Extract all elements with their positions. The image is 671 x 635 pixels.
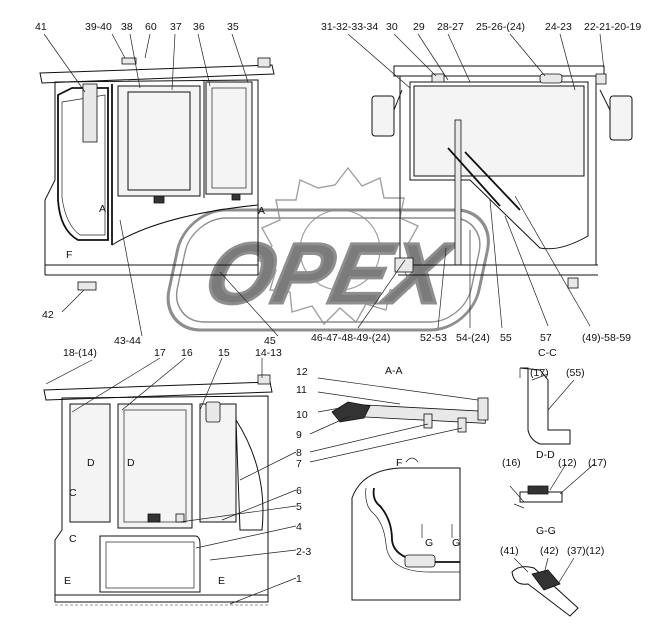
watermark-gear (256, 166, 424, 326)
callout-5: 5 (296, 501, 302, 513)
view-tag-c: C (69, 487, 77, 499)
callout-29: 29 (413, 21, 425, 33)
callout-4: 4 (296, 521, 302, 533)
view-tag-a: A (99, 203, 106, 215)
section-title-dd: D-D (536, 449, 555, 461)
callout-35: 35 (227, 21, 239, 33)
cab-rear-view-top-right: 31-32-33-34 30 29 28-27 25-26-(24) 24-23… (311, 21, 641, 377)
callout-dd-17: (17) (588, 457, 607, 469)
section-title-f: F (396, 457, 402, 469)
callout-30: 30 (386, 21, 398, 33)
callout-17: 17 (154, 347, 166, 359)
callout-37: 37 (170, 21, 182, 33)
callout-12: 12 (296, 366, 308, 378)
callout-24-23: 24-23 (545, 21, 572, 33)
view-tag-d: D (87, 457, 95, 469)
view-tag-c-2: C (69, 533, 77, 545)
view-tag-g-2: G (452, 537, 460, 549)
callout-10: 10 (296, 409, 308, 421)
callout-1: 1 (296, 573, 302, 585)
section-title-aa: A-A (385, 365, 403, 377)
cab-side-view-bottom-left: D D C C E E 18-(14) 17 16 15 14-13 (43, 347, 311, 606)
callout-cc-55: (55) (566, 367, 585, 379)
view-tag-e-2: E (218, 575, 225, 587)
callout-18-14: 18-(14) (63, 347, 97, 359)
callout-43-44: 43-44 (114, 335, 141, 347)
callout-dd-12: (12) (558, 457, 577, 469)
callout-2-3: 2-3 (296, 546, 311, 558)
section-title-gg: G-G (536, 525, 556, 537)
callout-36: 36 (193, 21, 205, 33)
view-tag-e: E (64, 575, 71, 587)
callout-49-58-59: (49)-58-59 (582, 332, 631, 344)
view-tag-d-2: D (127, 457, 135, 469)
callout-11: 11 (296, 384, 307, 396)
callout-25-26-24: 25-26-(24) (476, 21, 525, 33)
view-tag-a-2: A (258, 205, 265, 217)
cab-side-view-top-left: A A F 39-40 38 60 37 36 35 41 42 43-44 4… (35, 21, 279, 347)
callout-38: 38 (121, 21, 133, 33)
callout-39-40: 39-40 (85, 21, 112, 33)
callout-42: 42 (42, 309, 54, 321)
view-tag-g: G (425, 537, 433, 549)
section-gg: G-G (41) (42) (37)(12) (500, 525, 604, 617)
watermark-logo: OPEX (166, 208, 490, 332)
callout-7: 7 (296, 458, 302, 470)
callout-31-32-33-34: 31-32-33-34 (321, 21, 378, 33)
section-cc: C-C (17) (55) (519, 347, 585, 445)
section-title-cc: C-C (538, 347, 557, 359)
callout-57: 57 (540, 332, 552, 344)
callout-15: 15 (218, 347, 230, 359)
callout-52-53: 52-53 (420, 332, 447, 344)
callout-60: 60 (145, 21, 157, 33)
callout-28-27: 28-27 (437, 21, 464, 33)
callout-gg-37-12: (37)(12) (567, 545, 604, 557)
callout-46-47-48-49-24: 46-47-48-49-(24) (311, 332, 390, 344)
callout-45: 45 (264, 335, 276, 347)
callout-6: 6 (296, 485, 302, 497)
opex-watermark: OPEX (166, 166, 490, 332)
callout-gg-41: (41) (500, 545, 519, 557)
detail-f: F G G (351, 457, 461, 601)
watermark-logo-text: OPEX (198, 226, 462, 322)
callout-22-21-20-19: 22-21-20-19 (584, 21, 641, 33)
callout-14-13: 14-13 (255, 347, 282, 359)
callout-gg-42: (42) (540, 545, 559, 557)
callout-55: 55 (500, 332, 512, 344)
callout-dd-16: (16) (502, 457, 521, 469)
callout-16: 16 (181, 347, 193, 359)
callout-9: 9 (296, 429, 302, 441)
callout-41: 41 (35, 21, 47, 33)
callout-54-24: 54-(24) (456, 332, 490, 344)
view-tag-f: F (66, 249, 72, 261)
handle-detail (309, 377, 489, 463)
callout-8: 8 (296, 447, 302, 459)
section-dd: D-D (16) (12) (17) (502, 449, 607, 509)
callout-cc-17: (17) (530, 367, 549, 379)
